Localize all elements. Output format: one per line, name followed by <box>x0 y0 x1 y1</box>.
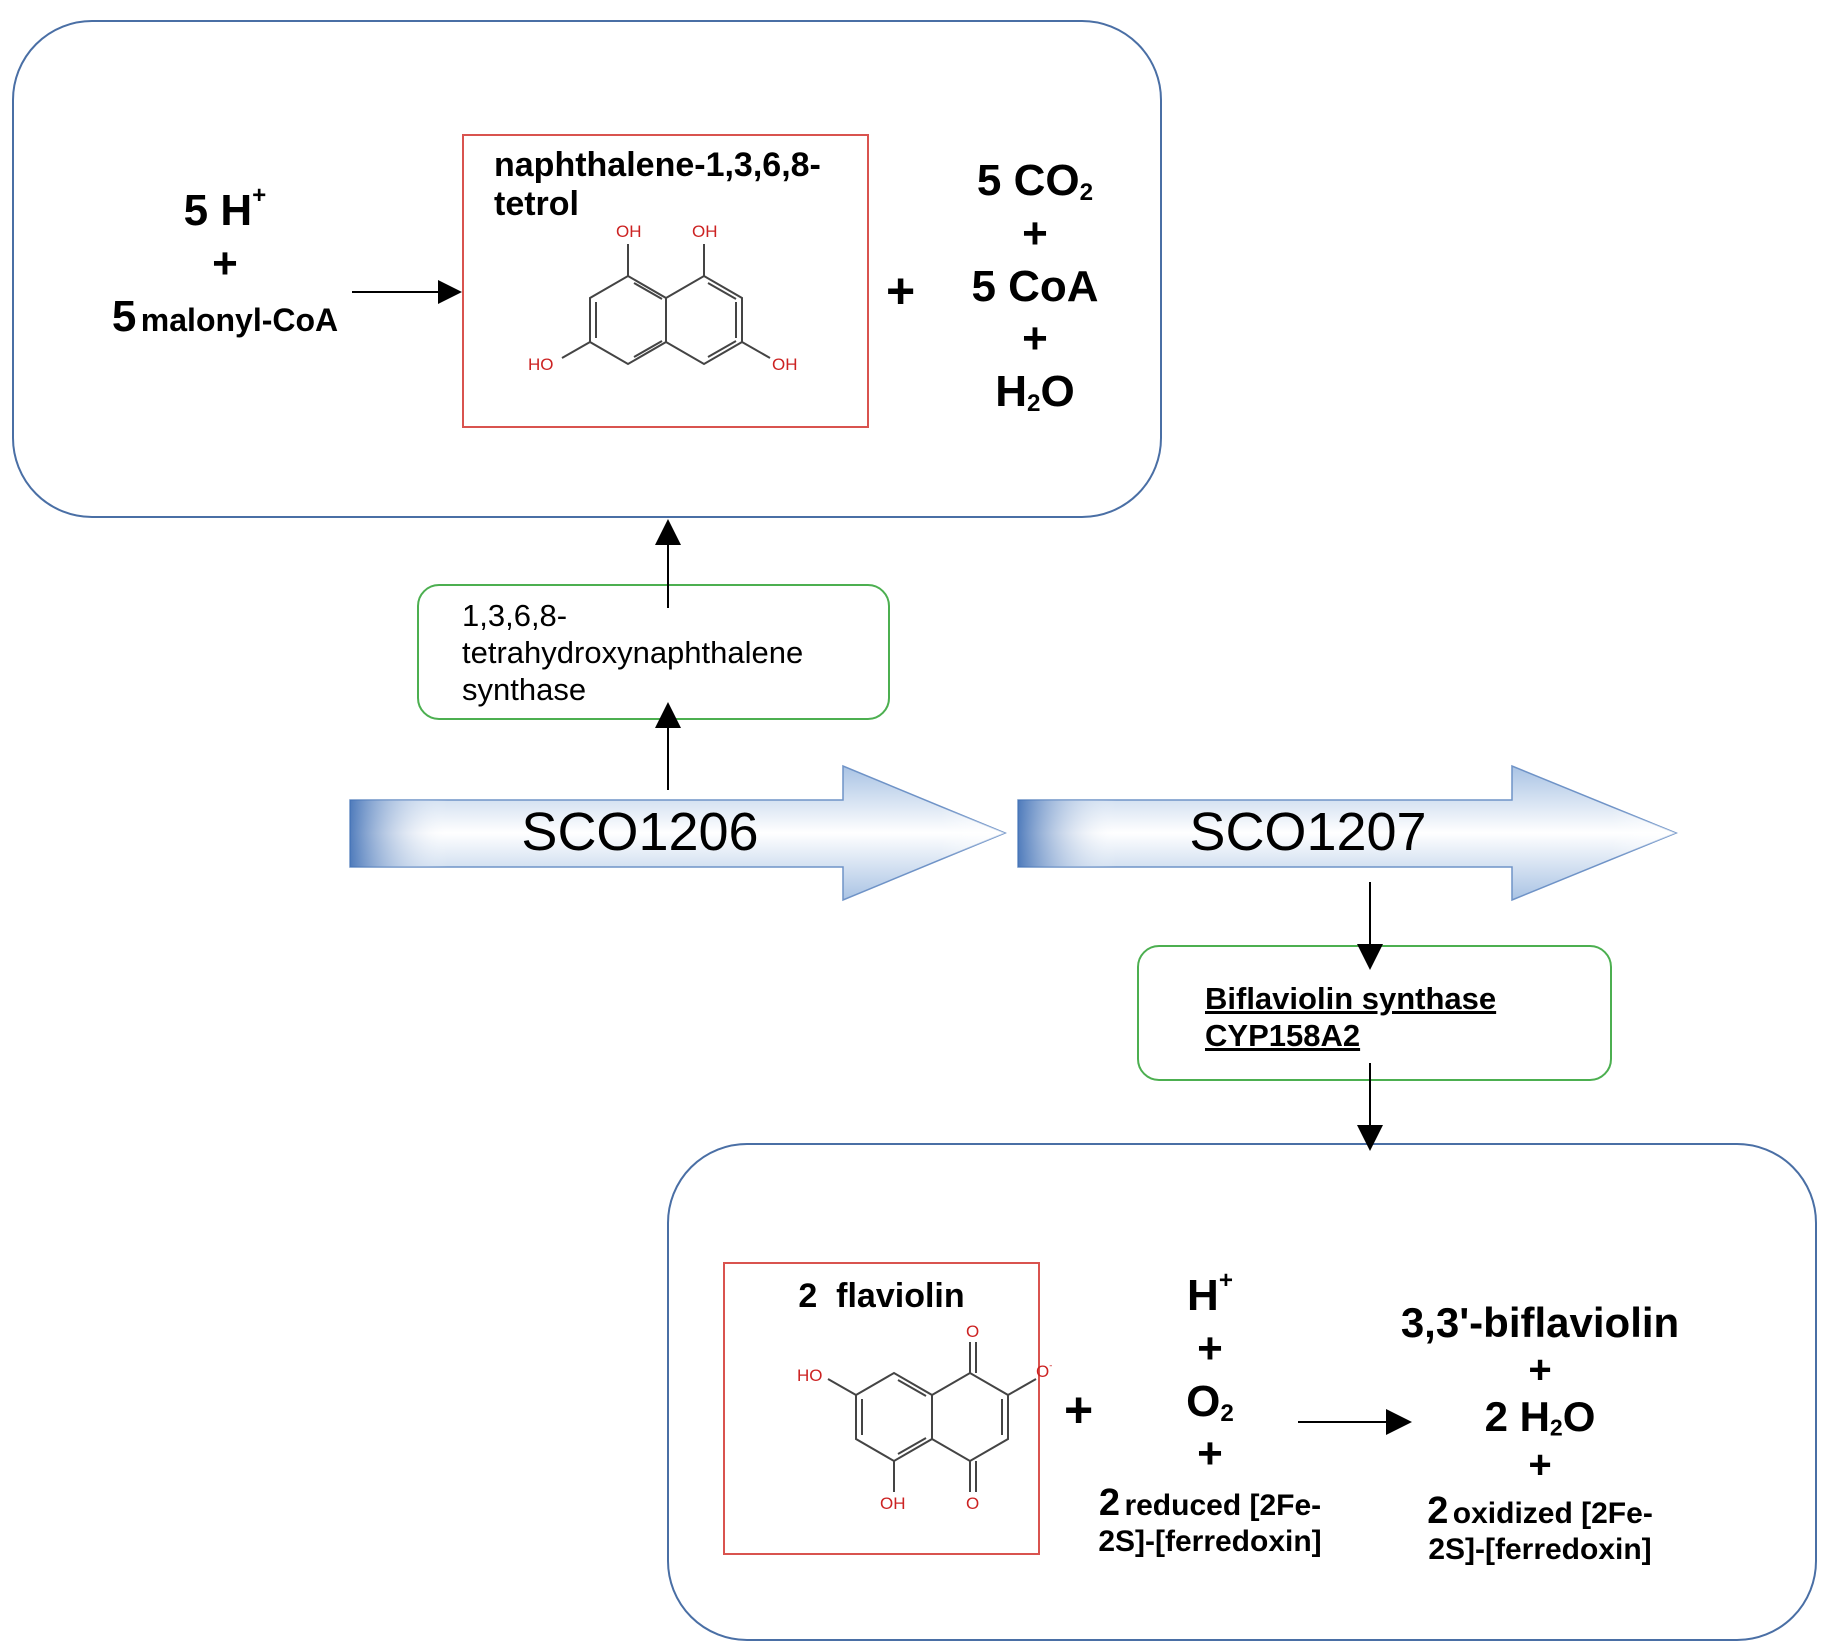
bottom-products: 3,3'-biflaviolin + 2 H2O + 2 oxidized [2… <box>1395 1298 1685 1566</box>
reduced-ferredoxin: 2 reduced [2Fe- 2S]-[ferredoxin] <box>1098 1482 1322 1558</box>
arrow-gene2-to-enzyme2 <box>1357 882 1383 970</box>
atom-label-o: O <box>966 1322 980 1341</box>
plus-sign-middle-bottom: + <box>1064 1382 1094 1438</box>
arrow-gene1-to-enzyme1 <box>655 702 681 790</box>
atom-label-ho: HO <box>797 1366 823 1385</box>
atom-label-oh: OH <box>616 222 642 241</box>
plus-sign-middle: + <box>886 263 916 319</box>
arrow-enzyme2-to-bottom-panel <box>1357 1063 1383 1151</box>
tetrol-name: naphthalene-1,3,6,8-tetrol <box>494 146 821 224</box>
plus-sign: + <box>1528 1442 1552 1487</box>
reaction-arrow-top <box>352 280 462 304</box>
flaviolin-name: 2 flaviolin <box>798 1277 965 1315</box>
top-reactants: 5 H+ + 5 malonyl-CoA <box>80 182 370 343</box>
atom-label-o: O <box>966 1494 980 1513</box>
bottom-cosubstrates: H+ + O2 + 2 reduced [2Fe- 2S]-[ferredoxi… <box>1075 1267 1345 1558</box>
hydrogen-reactant: 5 H+ <box>183 182 267 235</box>
plus-sign: + <box>1197 1429 1223 1479</box>
gene-label-sco1207: SCO1207 <box>1189 802 1427 862</box>
coa-byproduct: 5 CoA <box>971 261 1099 311</box>
flaviolin-molecule-box <box>723 1262 1040 1555</box>
tetrol-structure <box>561 244 771 366</box>
arrow-enzyme1-to-top-panel <box>655 519 681 608</box>
malonyl-coa-reactant: 5 malonyl-CoA <box>111 291 339 341</box>
water-product: 2 H2O <box>1484 1393 1596 1441</box>
enzyme1-label: 1,3,6,8-tetrahydroxynaphthalene synthase <box>462 598 804 708</box>
biflaviolin-product: 3,3'-biflaviolin <box>1400 1299 1680 1346</box>
gene-arrow-sco1206 <box>349 764 1007 902</box>
hydrogen-cosubstrate: H+ <box>1187 1267 1233 1320</box>
atom-label-o-minus: O- <box>1036 1360 1053 1381</box>
atom-label-oh: OH <box>772 355 798 374</box>
oxygen-cosubstrate: O2 <box>1186 1376 1234 1427</box>
co2-byproduct: 5 CO2 <box>976 156 1094 206</box>
gene-label-sco1206: SCO1206 <box>521 802 759 862</box>
oxidized-ferredoxin: 2 oxidized [2Fe- 2S]-[ferredoxin] <box>1427 1489 1653 1566</box>
plus-sign: + <box>1022 208 1048 258</box>
atom-label-ho: HO <box>528 355 554 374</box>
gene-arrow-sco1207 <box>1017 764 1678 902</box>
atom-label-oh: OH <box>880 1494 906 1513</box>
reaction-arrow-bottom <box>1298 1409 1412 1435</box>
water-byproduct: H2O <box>995 367 1075 418</box>
plus-sign: + <box>212 238 238 288</box>
enzyme2-label: Biflaviolin synthase CYP158A2 <box>1205 981 1497 1054</box>
tetrol-molecule-box <box>462 134 869 428</box>
enzyme-biflaviolin-synthase <box>1137 945 1612 1081</box>
plus-sign: + <box>1197 1323 1223 1373</box>
atom-label-oh: OH <box>692 222 718 241</box>
top-byproducts: 5 CO2 + 5 CoA + H2O <box>930 155 1140 419</box>
flaviolin-structure <box>827 1342 1037 1492</box>
plus-sign: + <box>1022 314 1048 364</box>
enzyme-tetrahydroxynaphthalene-synthase <box>417 584 890 720</box>
plus-sign: + <box>1528 1348 1552 1393</box>
